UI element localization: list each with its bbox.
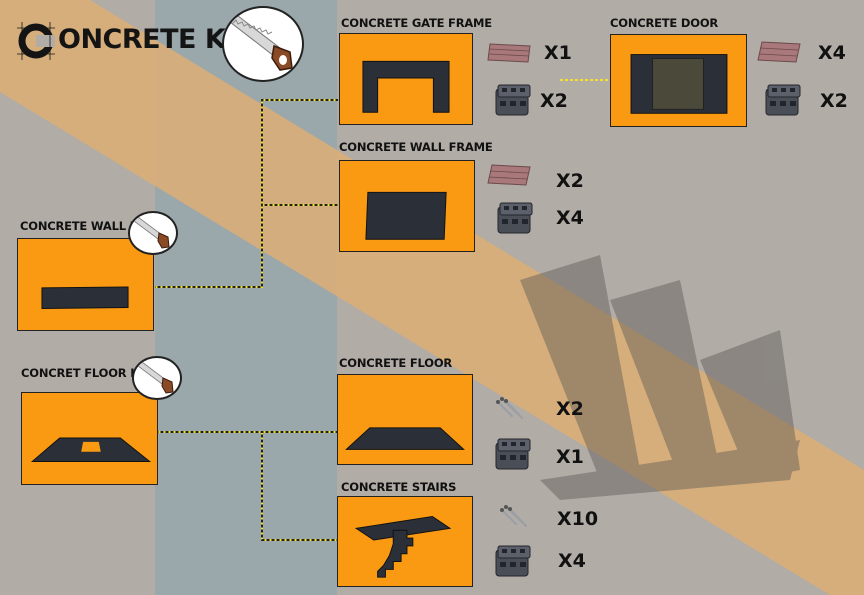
- concrete-blocks-icon: [497, 202, 533, 234]
- concrete-blocks-icon: [495, 84, 531, 116]
- stairs-qty-2: X4: [558, 550, 586, 572]
- floor-image: [345, 427, 465, 450]
- gate-frame-image: [362, 60, 450, 113]
- floor-kit-card[interactable]: [21, 392, 158, 485]
- saw-icon: [222, 6, 304, 82]
- floor-card[interactable]: [337, 374, 473, 465]
- wood-planks-icon: [757, 41, 801, 63]
- saw-icon: [128, 211, 178, 255]
- stairs-label: CONCRETE STAIRS: [341, 480, 457, 494]
- stairs-qty-1: X10: [557, 508, 599, 530]
- wall-kit-label: CONCRETE WALL KIT: [20, 219, 151, 233]
- gate-frame-qty-2: X2: [540, 90, 568, 112]
- concrete-blocks-icon: [765, 84, 801, 116]
- floor-kit-label: CONCRET FLOOR KIT: [21, 366, 151, 380]
- stairs-image: [354, 516, 452, 578]
- floor-qty-2: X1: [556, 446, 584, 468]
- wood-planks-icon: [487, 43, 531, 63]
- door-image: [630, 54, 728, 114]
- concrete-blocks-icon: [495, 438, 531, 470]
- concrete-blocks-icon: [495, 545, 531, 577]
- wall-frame-qty-2: X4: [556, 207, 584, 229]
- wall-kit-card[interactable]: [17, 238, 154, 331]
- gate-frame-label: CONCRETE GATE FRAME: [341, 16, 492, 30]
- stairs-card[interactable]: [337, 496, 473, 587]
- nails-icon: [496, 397, 523, 419]
- wall-frame-qty-1: X2: [556, 170, 584, 192]
- blueprint-logo-icon: [17, 22, 55, 60]
- floor-kit-image: [30, 437, 152, 462]
- floor-qty-1: X2: [556, 398, 584, 420]
- floor-label: CONCRETE FLOOR: [339, 356, 453, 370]
- wall-frame-image: [365, 191, 447, 240]
- door-qty-1: X4: [818, 42, 846, 64]
- gate-frame-qty-1: X1: [544, 42, 572, 64]
- gate-frame-card[interactable]: [339, 33, 473, 125]
- door-qty-2: X2: [820, 90, 848, 112]
- saw-icon: [132, 356, 182, 400]
- wall-kit-image: [41, 286, 129, 309]
- page-title: ONCRETE KIT: [58, 24, 253, 55]
- wall-frame-label: CONCRETE WALL FRAME: [339, 140, 493, 154]
- wood-planks-icon: [487, 164, 531, 186]
- door-label: CONCRETE DOOR: [610, 16, 719, 30]
- door-card[interactable]: [610, 34, 747, 127]
- wall-frame-card[interactable]: [339, 160, 475, 252]
- watermark-logo: [520, 255, 800, 500]
- nails-icon: [500, 505, 527, 527]
